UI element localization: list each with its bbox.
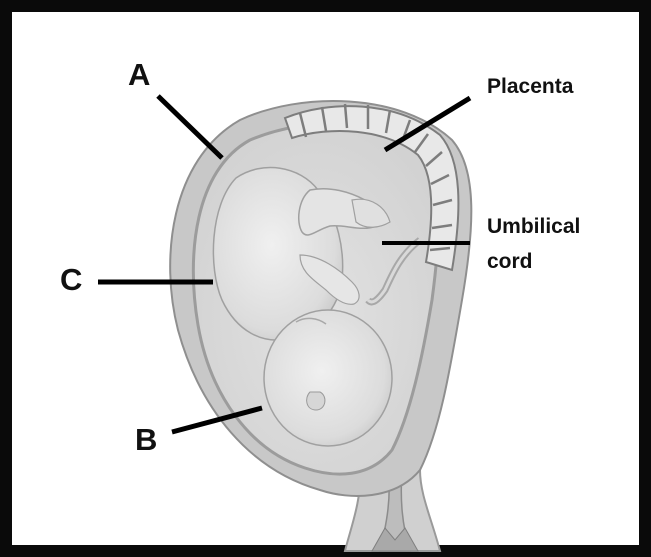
label-c: C (60, 262, 82, 297)
label-umbilical-line1: Umbilical (487, 215, 580, 238)
label-b: B (135, 422, 157, 457)
label-a: A (128, 57, 150, 92)
label-placenta: Placenta (487, 75, 574, 98)
label-umbilical-line2: cord (487, 250, 533, 273)
